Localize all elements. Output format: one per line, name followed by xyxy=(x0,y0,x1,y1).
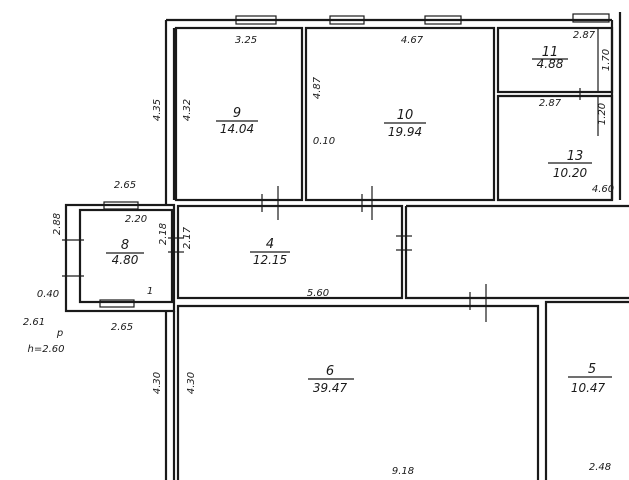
dim-room-13-bottom: 4.60 xyxy=(592,184,614,195)
room-8-outline xyxy=(64,203,176,313)
window-room-11 xyxy=(572,13,610,23)
room-5-outline xyxy=(544,300,629,480)
room-13-number: 13 xyxy=(567,149,584,164)
room-11-area: 4.88 xyxy=(537,57,564,71)
dim-room-9-height: 4.32 xyxy=(182,99,193,121)
dim-wall-thickness: 0.40 xyxy=(37,289,59,300)
room-13-area: 10.20 xyxy=(553,166,588,180)
room-5-area: 10.47 xyxy=(571,381,606,395)
plan-notes: h=2.60 p 1 xyxy=(28,286,154,355)
dim-room-4-width: 5.60 xyxy=(307,288,329,299)
room-6-outline xyxy=(176,304,540,480)
room-labels: 9 14.04 10 19.94 11 4.88 13 10.20 8 4.80… xyxy=(106,45,612,395)
window-room-8-bottom xyxy=(99,299,135,308)
room-6-area: 39.47 xyxy=(313,381,348,395)
room-9-outline xyxy=(174,26,304,202)
dim-outer-height: 4.35 xyxy=(152,99,163,121)
corridor-outline xyxy=(404,204,629,300)
outer-walls xyxy=(164,12,622,480)
room-4-number: 4 xyxy=(266,237,274,252)
room-6-number: 6 xyxy=(326,364,334,379)
room-8-area: 4.80 xyxy=(112,253,139,267)
room-5-number: 5 xyxy=(588,362,596,377)
ceiling-height-note: h=2.60 xyxy=(28,344,65,355)
room-13-outline xyxy=(496,94,614,202)
dimension-labels: 3.25 4.67 2.87 1.70 4.35 4.32 4.87 0.10 … xyxy=(23,30,614,477)
mark-p: p xyxy=(56,328,63,339)
dim-room-11-width: 2.87 xyxy=(573,30,596,41)
room-8-number: 8 xyxy=(121,238,129,253)
dim-room-13-width: 2.87 xyxy=(539,98,562,109)
room-10-area: 19.94 xyxy=(388,125,422,139)
room-10-outline xyxy=(304,26,496,202)
room-9-number: 9 xyxy=(233,106,241,121)
dim-room-8-inner-height: 2.18 xyxy=(158,223,169,245)
dim-room-10-width: 4.67 xyxy=(401,35,424,46)
dim-room-8-inner-width: 2.20 xyxy=(125,214,147,225)
dim-room-8-height: 2.88 xyxy=(52,213,63,235)
dim-room-5-width: 2.48 xyxy=(589,462,611,473)
room-4-area: 12.15 xyxy=(253,253,287,267)
dim-room-10-offset: 0.10 xyxy=(313,136,335,147)
room-11-outline xyxy=(496,26,614,94)
dim-room-8-top: 2.65 xyxy=(114,180,136,191)
dim-outer-lower-height: 4.30 xyxy=(152,372,163,394)
dim-room-8-bottom: 2.65 xyxy=(111,322,133,333)
dim-room-13-height: 1.20 xyxy=(597,103,608,125)
dim-room-6-height: 4.30 xyxy=(186,372,197,394)
room-10-number: 10 xyxy=(397,108,414,123)
dim-room-11-height: 1.70 xyxy=(601,49,612,71)
mark-1: 1 xyxy=(147,286,153,297)
room-11-number: 11 xyxy=(542,45,559,60)
door-marks xyxy=(62,88,581,322)
dim-entry-width: 2.61 xyxy=(23,317,45,328)
room-9-area: 14.04 xyxy=(220,122,254,136)
dim-room-10-height: 4.87 xyxy=(312,76,323,99)
dim-room-4-height: 2.17 xyxy=(182,226,193,249)
dim-room-6-width: 9.18 xyxy=(392,466,414,477)
dim-room-9-width: 3.25 xyxy=(235,35,257,46)
